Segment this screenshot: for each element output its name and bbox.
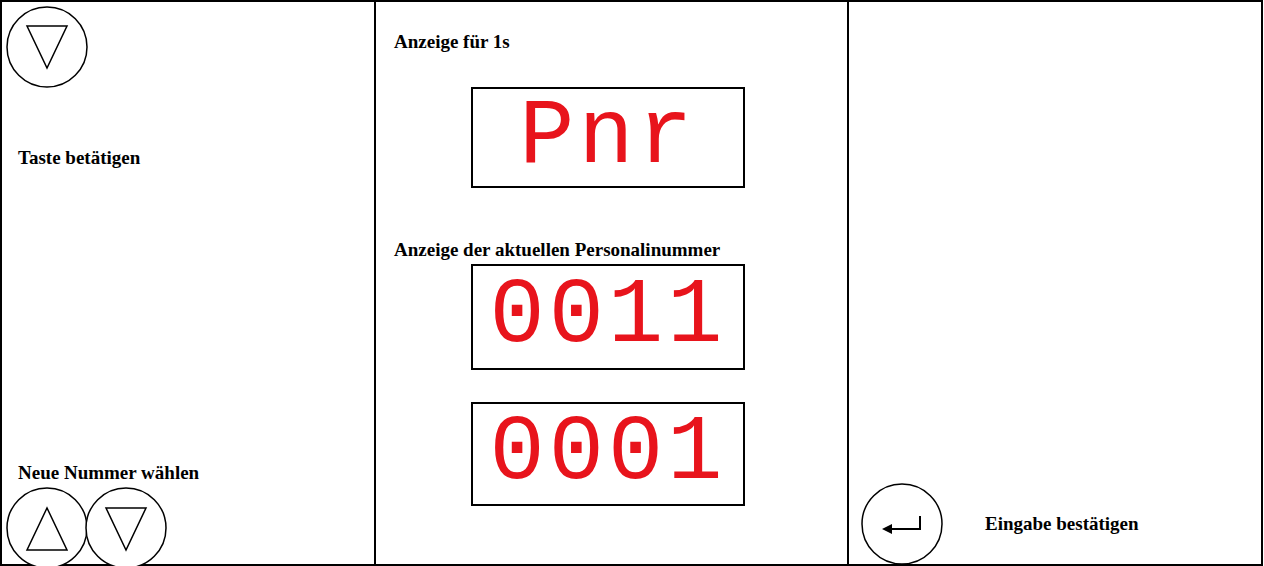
display-heading: Anzeige der aktuellen Personalinummer <box>394 239 720 261</box>
instruction-text: Neue Nummer wählen <box>18 462 199 484</box>
instruction-text: Eingabe bestätigen <box>985 513 1139 535</box>
display-digits: 0011 <box>490 271 727 363</box>
down-key <box>7 7 87 87</box>
display-window: 0001 <box>473 404 743 504</box>
display-digits: 0001 <box>490 408 727 500</box>
enter-key <box>862 484 942 564</box>
column-divider <box>847 1 849 565</box>
seven-segment-display: Anzeige für 1sPnr <box>471 87 745 188</box>
display-heading: Anzeige für 1s <box>394 31 510 53</box>
seven-segment-display: Anzeige der aktuellen Personalinummer001… <box>471 264 745 370</box>
down-key <box>86 488 166 566</box>
seven-segment-display: 0001 <box>471 402 745 506</box>
display-window: 0011 <box>473 266 743 368</box>
column-divider <box>374 1 376 565</box>
instruction-text: Taste betätigen <box>18 147 140 169</box>
up-key <box>7 488 87 566</box>
display-digits: Pnr <box>519 92 697 184</box>
display-window: Pnr <box>473 89 743 186</box>
